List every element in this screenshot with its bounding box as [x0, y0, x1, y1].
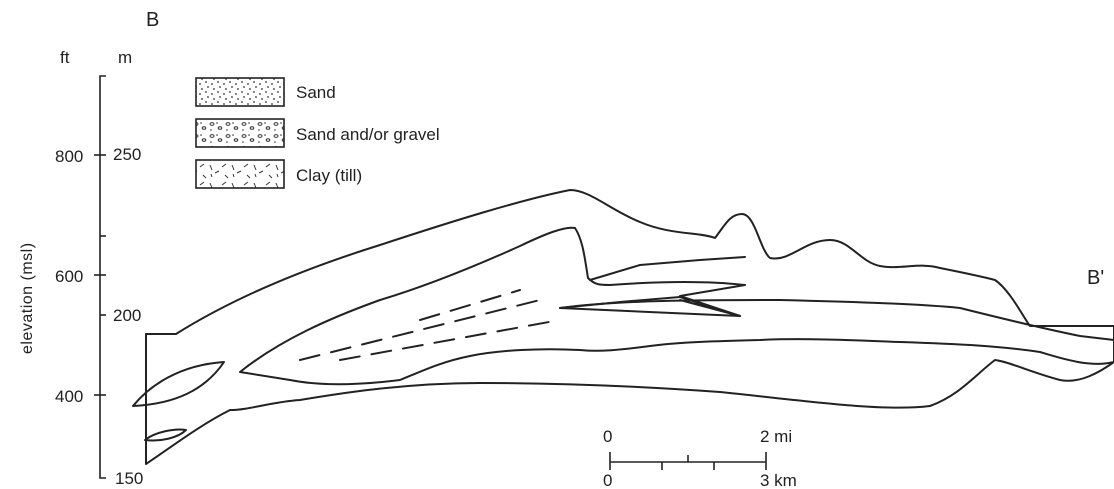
section-start-label: B	[146, 9, 159, 31]
legend-label-sand: Sand	[296, 83, 336, 102]
legend: Sand Sand and/or gravel Clay (till)	[196, 78, 440, 188]
legend-swatch-clay	[196, 160, 284, 188]
scale-km-start: 0	[603, 471, 612, 489]
right-unit-label: m	[118, 48, 132, 67]
scale-km-end: 3 km	[760, 471, 797, 489]
legend-label-clay: Clay (till)	[296, 166, 362, 185]
elevation-axis	[94, 76, 106, 478]
m-tick-200: 200	[113, 306, 141, 325]
clay-lens-small	[145, 429, 186, 440]
scale-mi-start: 0	[603, 427, 612, 446]
ft-tick-800: 800	[55, 147, 83, 166]
sand-tongue-upper	[590, 257, 745, 280]
ft-tick-400: 400	[55, 387, 83, 406]
clay-till-body	[146, 190, 1114, 464]
left-unit-label: ft	[60, 48, 70, 67]
sand-main-body	[240, 228, 1114, 384]
m-tick-150: 150	[115, 469, 143, 488]
axis-title: elevation (msl)	[19, 242, 36, 354]
scale-mi-end: 2 mi	[760, 427, 792, 446]
ft-tick-600: 600	[55, 267, 83, 286]
m-tick-250: 250	[113, 145, 141, 164]
scale-bar	[610, 452, 766, 470]
legend-label-gravel: Sand and/or gravel	[296, 125, 440, 144]
section-end-label: B'	[1087, 267, 1104, 289]
legend-swatch-gravel	[196, 119, 284, 147]
legend-swatch-sand	[196, 78, 284, 106]
